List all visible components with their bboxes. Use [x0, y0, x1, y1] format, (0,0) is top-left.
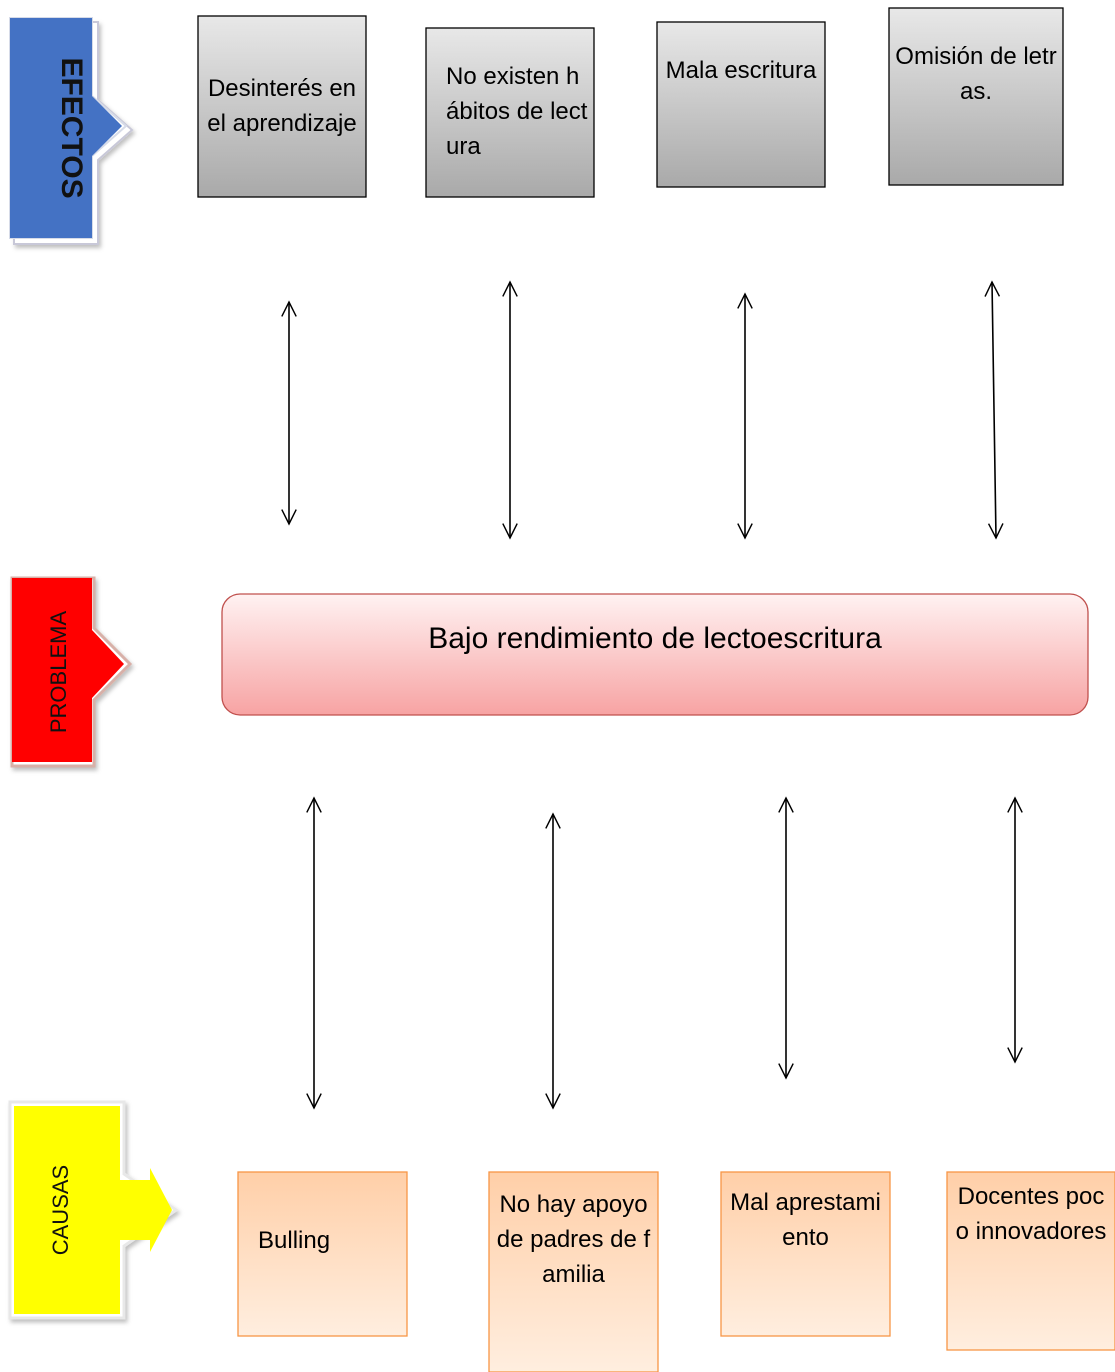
- effect-arrow-4: [984, 280, 1004, 540]
- effect-text-2: No existen hábitos de lectura: [446, 63, 588, 160]
- problem-box-group: Bajo rendimiento de lectoescritura: [221, 593, 1089, 716]
- efectos-label: EFECTOS: [55, 57, 88, 198]
- problema-label: PROBLEMA: [46, 611, 71, 734]
- effect-box-1: [197, 15, 367, 198]
- effect-text-1: Desinterés en el aprendizaje: [207, 74, 357, 137]
- effects-row: Desinterés en el aprendizaje No existen …: [197, 7, 1064, 198]
- effect-text-4: Omisión de letras.: [895, 43, 1057, 105]
- cause-box-4: [946, 1171, 1115, 1351]
- problema-arrow: [12, 578, 124, 762]
- cause-text-4: Docentes poco innovadores: [955, 1183, 1107, 1245]
- causas-arrow: [118, 1168, 172, 1252]
- effect-box-2: [425, 27, 595, 198]
- problema-tab: PROBLEMA: [10, 576, 133, 768]
- efectos-tab: EFECTOS: [9, 17, 134, 245]
- problem-box: [221, 593, 1089, 716]
- causes-row: Bulling No hay apoyo de padres de famili…: [237, 1171, 1115, 1372]
- effect-box-3: [656, 21, 826, 188]
- cause-text-3: Mal aprestamiento: [730, 1189, 881, 1251]
- cause-text-1: Bulling: [258, 1227, 331, 1254]
- efectos-tab-body: [10, 18, 92, 238]
- causas-label: CAUSAS: [48, 1165, 73, 1255]
- effect-text-3: Mala escritura: [665, 57, 817, 84]
- cause-text-2: No hay apoyo de padres de familia: [496, 1191, 651, 1288]
- causas-tab: CAUSAS: [8, 1100, 179, 1320]
- problem-text: Bajo rendimiento de lectoescritura: [428, 622, 882, 655]
- causas-tab-body: [14, 1106, 120, 1314]
- cause-box-2: [488, 1171, 659, 1372]
- cause-box-1: [237, 1171, 408, 1337]
- effect-arrows: [281, 280, 1004, 540]
- effect-box-4: [888, 7, 1064, 186]
- cause-box-3: [720, 1171, 891, 1337]
- cause-arrows: [306, 796, 1023, 1110]
